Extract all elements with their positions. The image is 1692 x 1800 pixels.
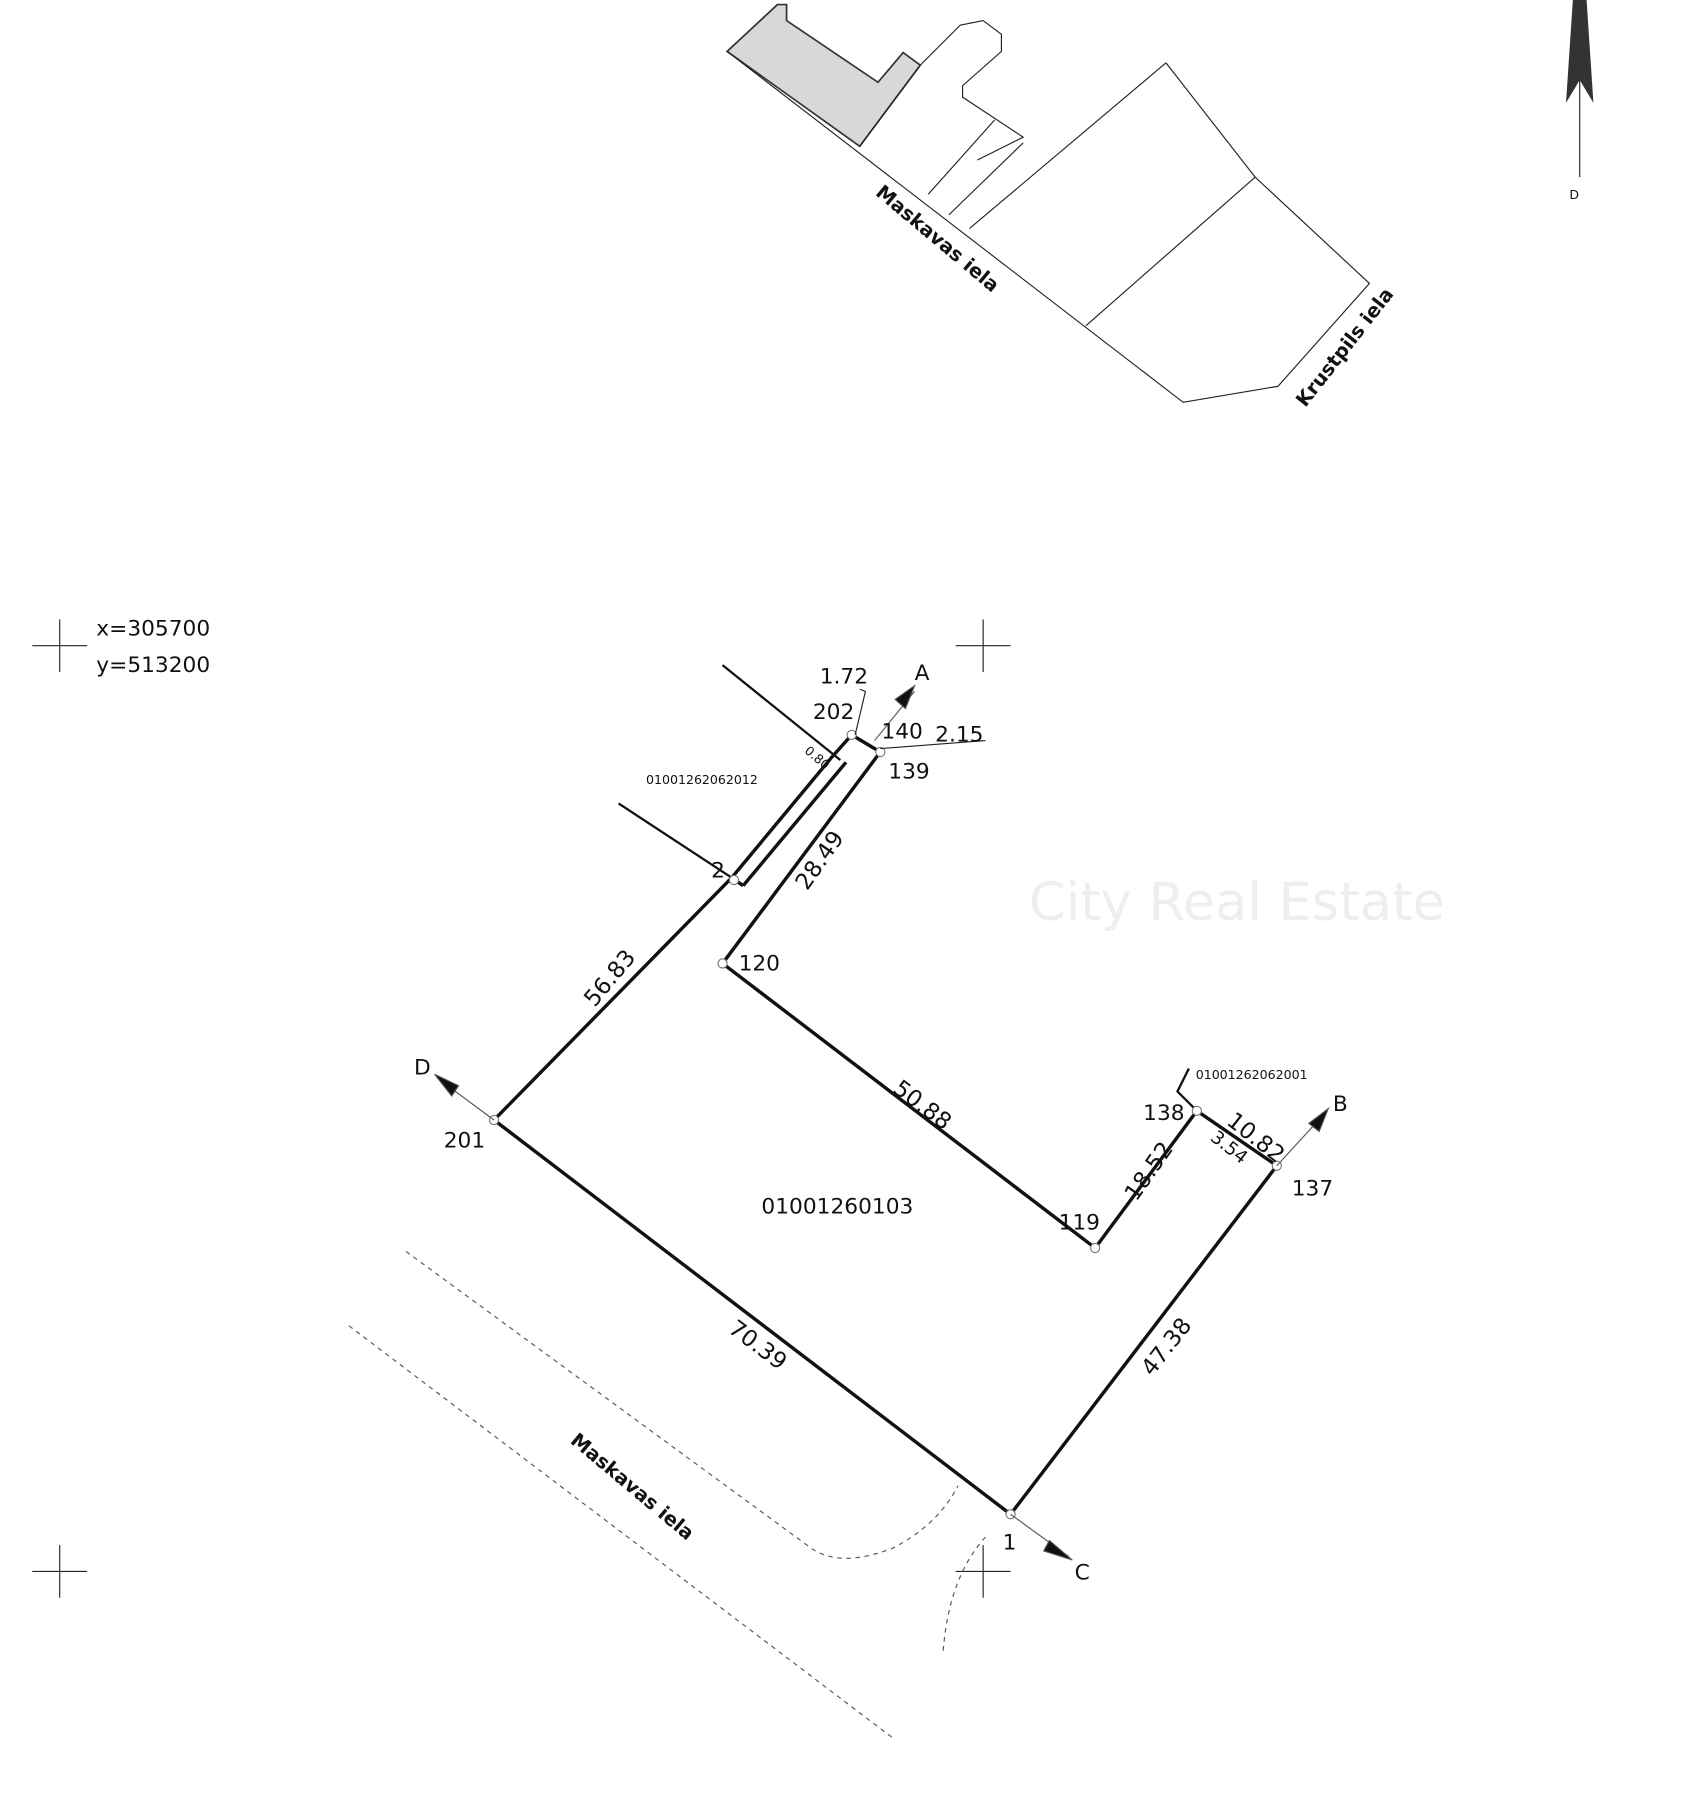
point-label: 201 (444, 1128, 485, 1153)
dimension-label: 18.52 (1120, 1137, 1179, 1205)
street-label-bottom: Maskavas iela (566, 1428, 698, 1544)
grid-crosshairs (32, 619, 1011, 1598)
dimension-label: 47.38 (1137, 1313, 1198, 1381)
parcel-id-neighbor: 01001262062012 (646, 772, 758, 787)
point-label: 138 (1143, 1101, 1184, 1126)
direction-arrows (434, 684, 1330, 1561)
direction-c: C (1075, 1560, 1090, 1585)
parcel-id-main: 01001260103 (761, 1195, 913, 1220)
point-label: 137 (1292, 1176, 1333, 1201)
street-label-krustpils: Krustpils iela (1291, 283, 1398, 411)
north-label: D (1569, 187, 1579, 202)
coord-y: y=513200 (96, 653, 210, 678)
direction-b: B (1333, 1092, 1348, 1117)
dimension-label: 0.80 (802, 743, 833, 772)
point-label: 140 (881, 719, 922, 744)
direction-d: D (414, 1055, 431, 1080)
dimension-label: 50.88 (888, 1075, 956, 1135)
watermark: City Real Estate (1029, 872, 1445, 933)
north-arrow-icon: D (1566, 0, 1594, 202)
parcel-id-neighbor: 01001262062001 (1196, 1067, 1308, 1082)
coord-x: x=305700 (96, 616, 210, 641)
direction-a: A (915, 661, 930, 686)
point-label: 202 (813, 700, 854, 725)
point-label: 139 (888, 759, 929, 784)
dimension-label: 1.72 (820, 664, 868, 689)
point-label: 120 (739, 951, 780, 976)
point-label: 119 (1059, 1211, 1100, 1236)
dimension-label: 2.15 (935, 723, 983, 748)
street-label-maskavas: Maskavas iela (871, 180, 1003, 296)
point-label: 1 (1003, 1531, 1017, 1556)
overview-map: Maskavas iela Krustpils iela (725, 3, 1398, 411)
point-label: 2 (711, 859, 725, 884)
dimension-label: 70.39 (724, 1315, 792, 1375)
